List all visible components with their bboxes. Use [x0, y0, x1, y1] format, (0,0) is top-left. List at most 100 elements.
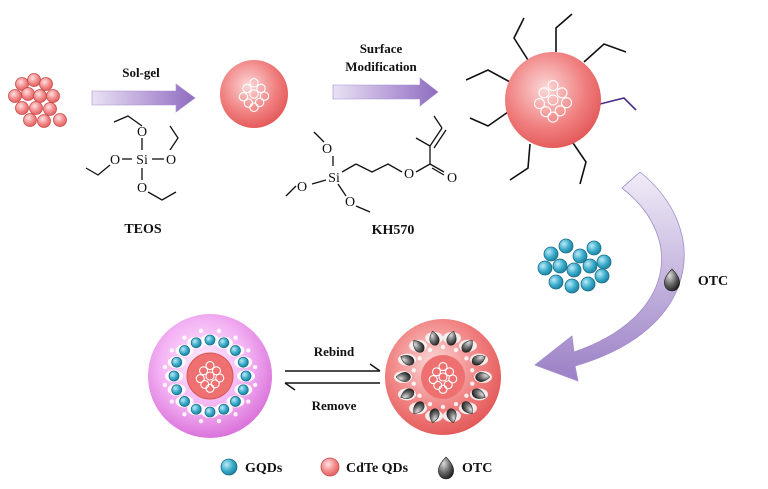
legend-otc-label: OTC: [462, 461, 492, 476]
rebind-label: Rebind: [314, 344, 355, 359]
imprint-pore: [470, 381, 475, 386]
vinyl-group: [509, 143, 531, 181]
gqd-bound-sphere: [148, 314, 272, 438]
otc-molecule: [446, 408, 457, 424]
gqd: [558, 238, 574, 254]
legend-otc-icon: [438, 456, 454, 480]
cdte-qd: [27, 73, 41, 87]
vinyl-modified-sphere: [465, 13, 637, 185]
otc-molecule: [395, 372, 411, 382]
gqd-bound: [171, 384, 183, 396]
kh570-o-top: O: [322, 142, 332, 157]
cdte-qd: [21, 87, 35, 101]
cdte-qd-dot: [205, 361, 215, 371]
cdte-qd-dot: [254, 97, 265, 108]
cdte-qd-dot: [438, 372, 448, 382]
cdte-qd-dot: [259, 91, 270, 101]
cdte-qd: [23, 113, 37, 127]
cdte-qd-dot: [249, 89, 259, 99]
gqd: [586, 240, 602, 256]
kh570-o-bottom: O: [345, 195, 355, 210]
remove-label: Remove: [312, 398, 357, 413]
imprint-pore: [427, 347, 433, 353]
imprint-pore: [411, 381, 416, 386]
imprint-pore: [470, 368, 475, 373]
binding-pore: [233, 412, 238, 417]
modification-label: Modification: [345, 59, 417, 74]
cdte-qd-dot: [205, 383, 215, 393]
binding-pore: [246, 399, 251, 404]
cdte-qd-dot: [256, 83, 266, 94]
cdte-qd-dot: [547, 94, 559, 106]
binding-pore: [216, 328, 222, 334]
gqd: [537, 260, 553, 276]
cdte-qd: [43, 102, 57, 116]
cdte-qd-dot: [238, 92, 249, 102]
otc-imprinted-sphere: [385, 319, 501, 435]
gqd-bound: [218, 403, 230, 415]
gqd-bound: [190, 403, 202, 415]
legend-gqd-label: GQDs: [245, 461, 283, 476]
vinyl-group: [469, 111, 509, 127]
gqd-bound: [218, 337, 230, 349]
imprint-pore: [453, 401, 459, 407]
vinyl-group: [599, 97, 637, 111]
imprint-pore: [453, 347, 459, 353]
cdte-qd-dot: [249, 78, 259, 88]
gqd: [566, 262, 582, 278]
legend-gqd-icon: [220, 458, 238, 476]
gqd-bound: [171, 356, 183, 368]
gqd-bound: [179, 396, 190, 407]
imprinting-curved-arrow: [534, 171, 685, 382]
gqd: [564, 278, 580, 294]
vinyl-group: [513, 17, 529, 61]
vinyl-group: [465, 69, 511, 83]
imprint-pore: [417, 356, 422, 361]
surface-label: Surface: [360, 41, 403, 56]
vinyl-group: [583, 43, 627, 63]
otc-molecule: [471, 388, 486, 399]
gqd: [543, 246, 559, 262]
cdte-qd-dot: [554, 105, 566, 117]
otc-molecule: [446, 330, 457, 346]
kh570-label: KH570: [372, 223, 415, 238]
cdte-qd-dot: [560, 97, 573, 109]
sol-gel-label: Sol-gel: [122, 65, 160, 80]
cdte-qd-dot: [205, 371, 215, 381]
kh570-o-carbonyl: O: [447, 171, 457, 186]
teos-si: Si: [136, 153, 148, 168]
otc-molecule: [400, 388, 415, 399]
binding-pore: [198, 328, 204, 334]
teos-o-right: O: [166, 153, 176, 168]
cdte-qd-dot: [242, 83, 252, 94]
gqd: [580, 276, 596, 292]
cdte-qd: [29, 101, 43, 115]
cdte-qd: [8, 89, 22, 103]
otc-molecule: [471, 355, 486, 366]
gqd-bound: [204, 334, 216, 346]
cdte-qd: [33, 89, 47, 103]
cdte-qd-dot: [538, 87, 550, 99]
gqd-bound: [179, 345, 190, 356]
equilibrium-arrows: [284, 363, 381, 391]
gqd: [572, 248, 588, 264]
sol-gel-arrow: [91, 83, 196, 113]
legend-cdte-label: CdTe QDs: [346, 461, 409, 476]
cdte-qd-dot: [198, 366, 209, 376]
cdte-qd-dot: [249, 102, 259, 113]
cdte-qd-dot: [448, 374, 458, 384]
otc-molecule: [429, 330, 440, 346]
cdte-qd-dot: [210, 379, 220, 389]
kh570-si: Si: [328, 171, 340, 186]
otc-molecule: [413, 339, 425, 353]
otc-molecule: [475, 372, 491, 382]
cdte-qd: [46, 89, 60, 103]
binding-pore: [252, 364, 258, 370]
gqd-bound: [168, 370, 180, 382]
binding-pore: [169, 399, 174, 404]
gqd-bound: [237, 384, 249, 396]
binding-pore: [162, 382, 168, 388]
gqd-bound: [190, 337, 202, 349]
gqd: [594, 268, 610, 284]
